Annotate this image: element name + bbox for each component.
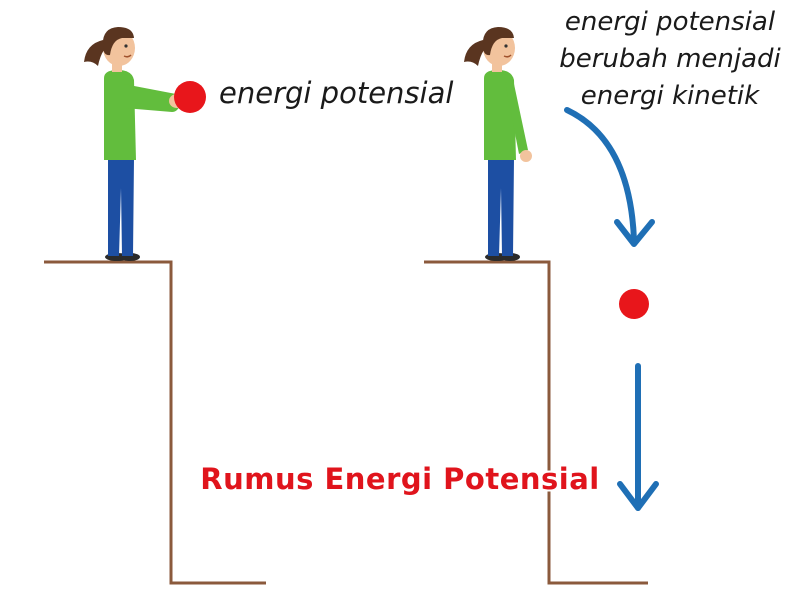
right-ledge bbox=[424, 260, 648, 585]
girl-released-ball bbox=[464, 27, 532, 261]
label-line: energi kinetik bbox=[580, 81, 760, 111]
label-energy-conversion: energi potensial berubah menjadi energi … bbox=[548, 4, 792, 115]
curved-arrow-head bbox=[614, 219, 655, 247]
girl-holding-ball bbox=[84, 27, 185, 261]
label-line: berubah menjadi bbox=[559, 44, 781, 74]
down-arrow-head bbox=[617, 481, 659, 511]
label-line: energi potensial bbox=[564, 7, 776, 37]
ball-held bbox=[174, 81, 206, 113]
curved-arrow-icon bbox=[564, 107, 637, 243]
ball-falling bbox=[619, 289, 649, 319]
page-title: Rumus Energi Potensial bbox=[200, 462, 600, 496]
label-potential-energy: energi potensial bbox=[219, 76, 454, 110]
left-ledge bbox=[44, 260, 266, 585]
